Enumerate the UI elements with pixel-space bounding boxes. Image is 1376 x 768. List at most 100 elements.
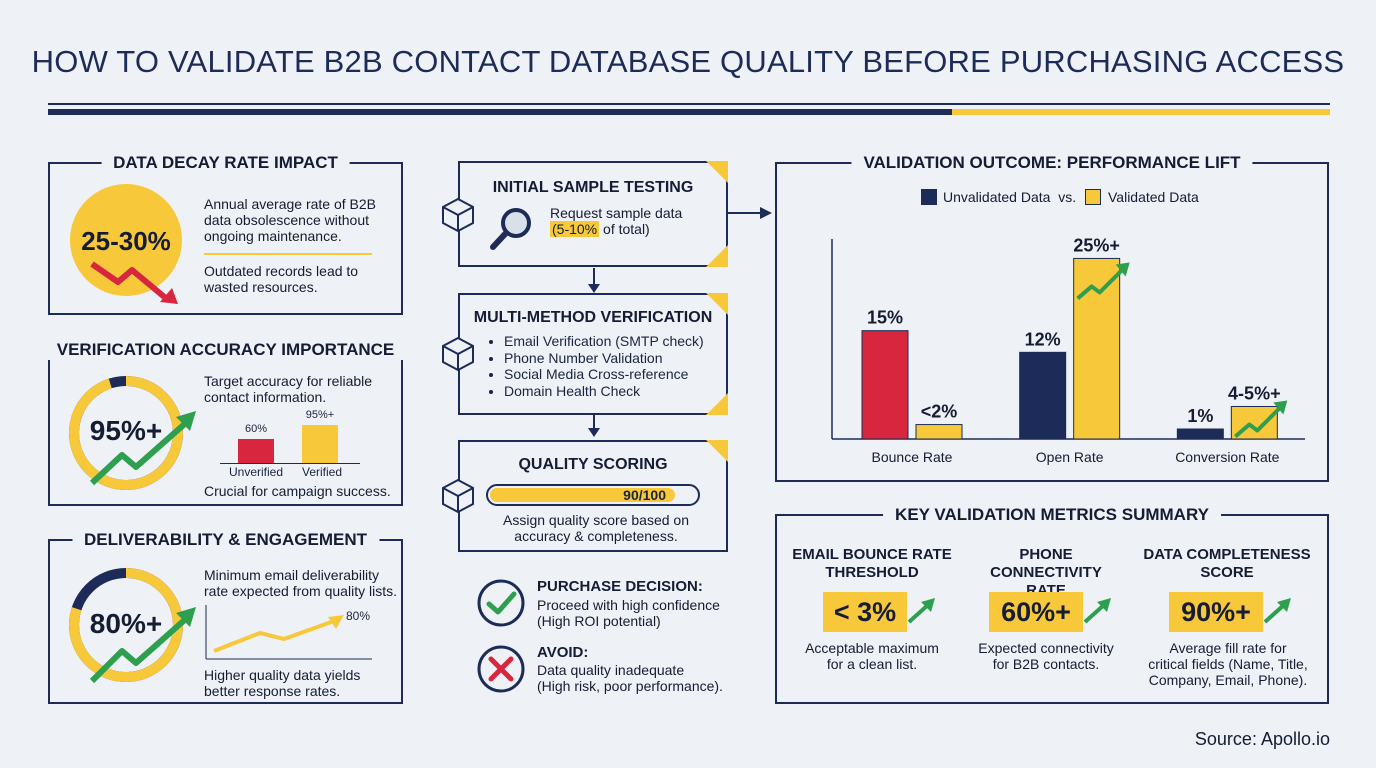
accuracy-bar-verified bbox=[302, 425, 338, 463]
step-multi-corner bbox=[706, 293, 728, 315]
accuracy-bar-verified-value: 95%+ bbox=[305, 409, 335, 421]
avoid-desc-1: Data quality inadequate bbox=[537, 662, 685, 678]
legend-validated: Validated Data bbox=[1108, 189, 1199, 205]
metric-bounce-arrow-icon bbox=[907, 598, 935, 624]
bar-value-label: <2% bbox=[921, 402, 958, 422]
bar-open-rate-unvalidated bbox=[1019, 351, 1067, 440]
accuracy-bar-chart: 60% 95%+ bbox=[220, 409, 360, 464]
legend-swatch-unvalidated bbox=[921, 189, 937, 205]
bar-value-label: 15% bbox=[867, 308, 903, 328]
step-scoring-desc: Assign quality score based on accuracy &… bbox=[503, 512, 689, 544]
title-rule bbox=[48, 103, 1330, 105]
metric-phone-arrow-icon bbox=[1083, 598, 1111, 624]
step-sample-highlight: (5-10% bbox=[550, 221, 600, 237]
accuracy-desc-1: Target accuracy for reliable contact inf… bbox=[204, 373, 373, 405]
bar-trend-arrowhead-icon bbox=[1115, 262, 1130, 277]
step-multi-item: Social Media Cross-reference bbox=[504, 366, 726, 383]
step-sample-corner-b bbox=[706, 245, 728, 267]
bar-open-rate-validated bbox=[1073, 257, 1121, 440]
legend-unvalidated-label: Unvalidated Data bbox=[943, 189, 1051, 205]
metric-completeness-desc-1: Average fill rate for bbox=[1169, 640, 1287, 656]
connector-2-3-head bbox=[588, 428, 600, 437]
bar-value-label: 12% bbox=[1025, 329, 1061, 349]
decay-divider bbox=[204, 253, 372, 255]
metric-completeness-desc-3: Company, Email, Phone). bbox=[1148, 672, 1308, 688]
deliverability-desc-2: Higher quality data yields better respon… bbox=[204, 667, 361, 699]
step-scoring-title: QUALITY SCORING bbox=[518, 456, 668, 473]
metric-completeness-desc-2: critical fields (Name, Title, bbox=[1148, 656, 1308, 672]
step-sample-corner bbox=[706, 161, 728, 183]
score-bar-track: 90/100 bbox=[486, 484, 700, 506]
step-sample-testing: INITIAL SAMPLE TESTING Request sample da… bbox=[458, 161, 728, 267]
accuracy-trend-line bbox=[89, 418, 190, 486]
accuracy-card-title: VERIFICATION ACCURACY IMPORTANCE bbox=[44, 340, 407, 360]
deliverability-line-label: 80% bbox=[346, 609, 371, 623]
metric-bounce-value: < 3% bbox=[823, 592, 907, 632]
bar-value-label: 4-5%+ bbox=[1228, 384, 1281, 404]
decay-card-title: DATA DECAY RATE IMPACT bbox=[101, 153, 350, 173]
page-title: HOW TO VALIDATE B2B CONTACT DATABASE QUA… bbox=[31, 44, 1345, 79]
connector-1-2-head bbox=[588, 284, 600, 293]
score-bar-fill bbox=[490, 488, 676, 502]
metric-completeness-head-2: SCORE bbox=[1200, 564, 1254, 581]
bar-trend-arrow-icon bbox=[1234, 407, 1281, 439]
bar-bounce-rate-unvalidated bbox=[861, 330, 909, 440]
step-scoring-corner bbox=[706, 440, 728, 462]
decay-arrow-line bbox=[90, 261, 170, 303]
check-icon bbox=[477, 579, 525, 627]
legend-vs: vs. bbox=[1058, 189, 1077, 205]
accuracy-bar-unverified-label: Unverified bbox=[228, 465, 284, 479]
accuracy-bar-baseline bbox=[220, 463, 360, 464]
bar-bounce-rate-validated bbox=[915, 424, 963, 440]
metric-bounce-desc-1: Acceptable maximum bbox=[805, 640, 939, 656]
accuracy-value: 95%+ bbox=[89, 415, 163, 446]
metric-phone-head-1: PHONE CONNECTIVITY bbox=[990, 546, 1102, 581]
step-sample-text-b: of total) bbox=[599, 221, 650, 237]
title-rule-navy bbox=[48, 109, 952, 115]
deliverability-desc-1: Minimum email deliverability rate expect… bbox=[204, 567, 397, 599]
bar-value-label: 25%+ bbox=[1073, 235, 1120, 255]
metric-phone-value: 60%+ bbox=[989, 592, 1083, 632]
cube-icon bbox=[442, 478, 474, 514]
decay-badge bbox=[70, 184, 182, 304]
step-multi-corner-b bbox=[706, 393, 728, 415]
deliverability-value: 80%+ bbox=[89, 608, 163, 639]
line-chart-line bbox=[213, 619, 335, 653]
metric-phone-desc-2: for B2B contacts. bbox=[992, 656, 1100, 672]
step-sample-title: INITIAL SAMPLE TESTING bbox=[492, 179, 694, 196]
metric-bounce-head-1: EMAIL BOUNCE RATE bbox=[792, 546, 952, 563]
bar-trend-arrow-icon bbox=[1076, 269, 1124, 300]
metric-completeness-head-1: DATA COMPLETENESS bbox=[1143, 546, 1311, 563]
decision-title: PURCHASE DECISION: bbox=[537, 578, 703, 595]
metric-bounce-desc-2: for a clean list. bbox=[826, 656, 918, 672]
cube-icon bbox=[442, 336, 474, 372]
deliverability-gauge bbox=[69, 568, 196, 684]
outcome-card-title: VALIDATION OUTCOME: PERFORMANCE LIFT bbox=[851, 153, 1253, 173]
title-rule-yellow bbox=[952, 109, 1330, 115]
accuracy-bar-verified-label: Verified bbox=[301, 465, 343, 479]
decision-desc-2: (High ROI potential) bbox=[537, 613, 661, 629]
accuracy-trend-head bbox=[176, 411, 196, 431]
deliverability-card: DELIVERABILITY & ENGAGEMENT 80%+ Minimum… bbox=[48, 530, 403, 704]
metric-completeness-value: 90%+ bbox=[1169, 592, 1263, 632]
accuracy-card: VERIFICATION ACCURACY IMPORTANCE 95%+ Ta… bbox=[44, 340, 407, 506]
bar-conversion-rate-unvalidated bbox=[1176, 428, 1224, 440]
decision-desc-1: Proceed with high confidence bbox=[537, 597, 720, 613]
step-multi-item: Email Verification (SMTP check) bbox=[504, 333, 726, 350]
deliverability-trend-line bbox=[89, 614, 190, 684]
decay-arrow-head bbox=[160, 288, 178, 304]
step-multi-item: Phone Number Validation bbox=[504, 350, 726, 367]
decay-desc-1: Annual average rate of B2B data obsolesc… bbox=[204, 196, 377, 244]
deliverability-card-title: DELIVERABILITY & ENGAGEMENT bbox=[71, 530, 380, 550]
accuracy-desc-2: Crucial for campaign success. bbox=[204, 483, 391, 499]
decay-value: 25-30% bbox=[81, 226, 171, 256]
avoid-desc-2: (High risk, poor performance). bbox=[537, 678, 723, 694]
cube-icon bbox=[442, 197, 474, 233]
cross-icon bbox=[477, 645, 525, 693]
score-bar-text: 90/100 bbox=[623, 487, 666, 503]
flow-connectors bbox=[588, 207, 772, 437]
chart-category-label: Open Rate bbox=[1036, 449, 1104, 465]
